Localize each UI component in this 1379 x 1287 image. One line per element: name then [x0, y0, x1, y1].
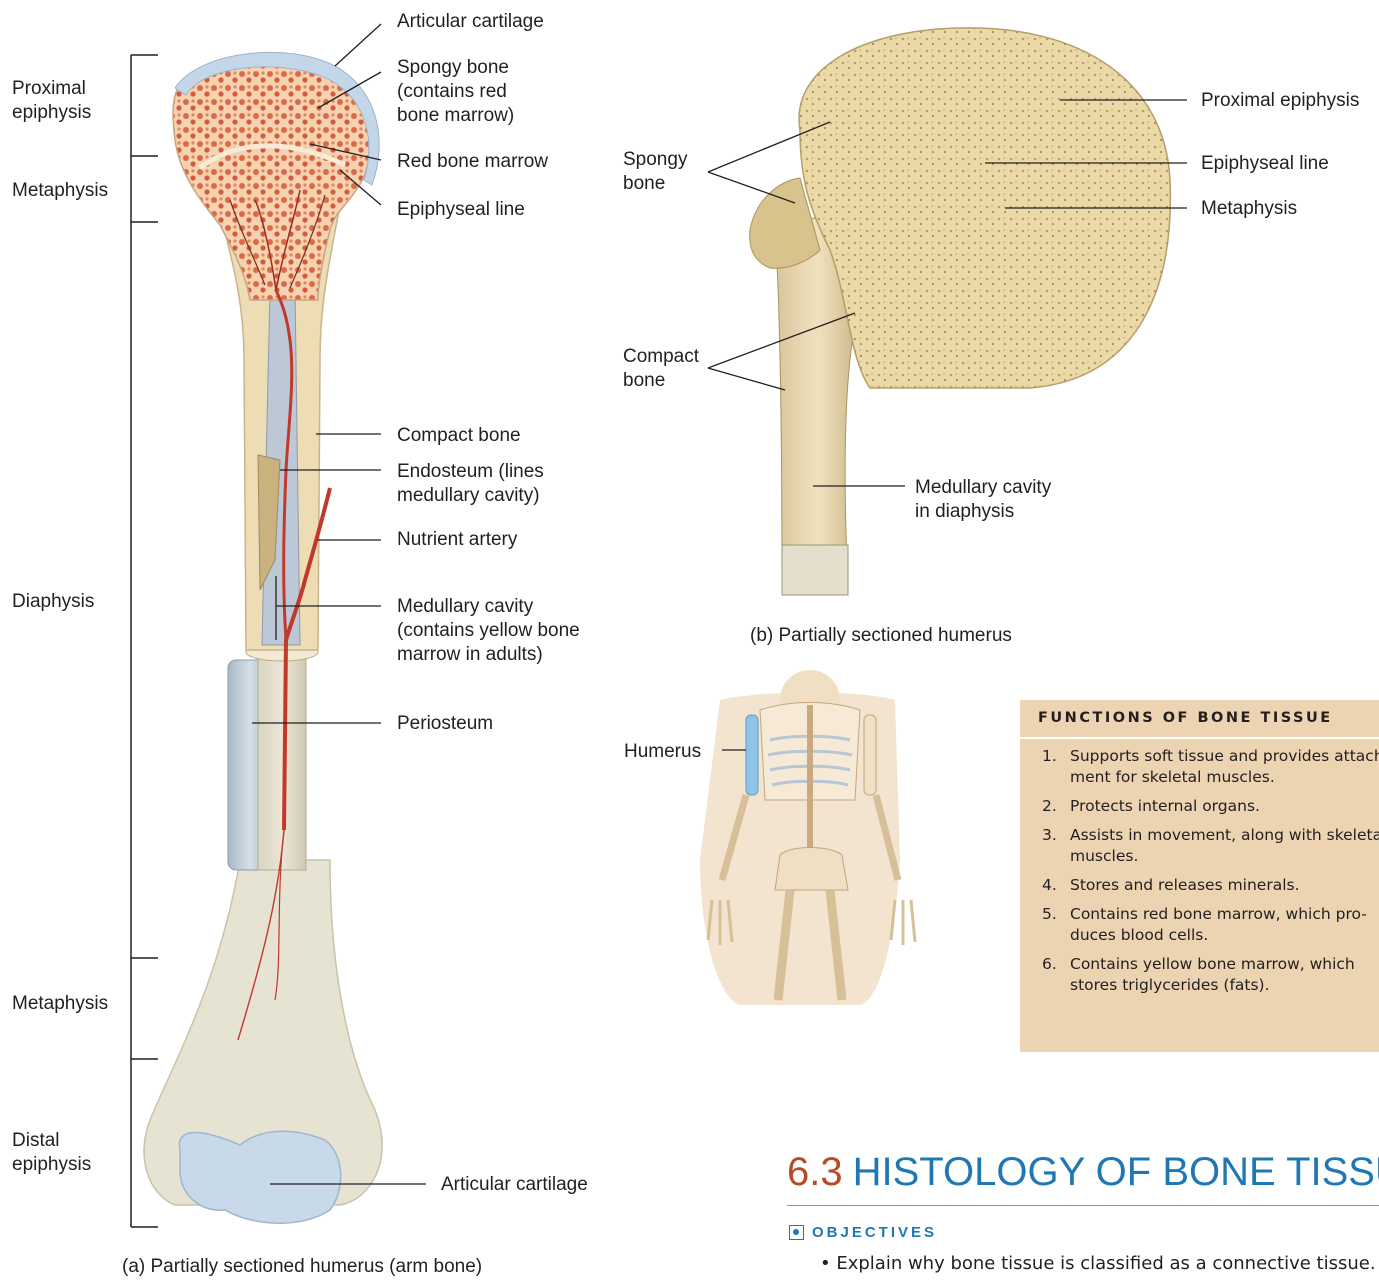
label-periosteum: Periosteum	[397, 712, 493, 736]
label-b-spongy-bone: Spongy bone	[623, 148, 687, 196]
skeleton-figure	[700, 670, 915, 1005]
list-item: 3. Assists in movement, along with skelet…	[1020, 825, 1379, 867]
label-humerus: Humerus	[624, 740, 701, 764]
functions-title: FUNCTIONS OF BONE TISSUE	[1020, 700, 1379, 732]
item-text: Assists in movement, along with skeletal…	[1070, 826, 1379, 865]
label-spongy-bone: Spongy bone (contains red bone marrow)	[397, 56, 514, 128]
objectives-label: OBJECTIVES	[812, 1224, 937, 1241]
lower-shaft	[258, 650, 306, 870]
label-b-epiphyseal-line: Epiphyseal line	[1201, 152, 1329, 176]
functions-box: FUNCTIONS OF BONE TISSUE 1. Supports soft…	[1020, 700, 1379, 1052]
list-item: 1. Supports soft tissue and provides atta…	[1020, 746, 1379, 788]
functions-list: 1. Supports soft tissue and provides atta…	[1020, 746, 1379, 1004]
section-title: HISTOLOGY OF BONE TISSUE	[853, 1150, 1379, 1194]
heading-divider	[787, 1205, 1379, 1206]
label-b-compact-bone: Compact bone	[623, 345, 699, 393]
objective-item: • Explain why bone tissue is classified …	[820, 1253, 1376, 1274]
item-text: Protects internal organs.	[1070, 797, 1260, 815]
label-b-medullary-cavity: Medullary cavity in diaphysis	[915, 476, 1051, 524]
list-item: 4. Stores and releases minerals.	[1020, 875, 1379, 896]
label-nutrient-artery: Nutrient artery	[397, 528, 517, 552]
caption-figure-a: (a) Partially sectioned humerus (arm bon…	[122, 1255, 482, 1279]
label-diaphysis: Diaphysis	[12, 590, 94, 614]
section-number: 6.3	[787, 1150, 843, 1194]
item-number: 1.	[1042, 746, 1057, 767]
label-proximal-epiphysis: Proximal epiphysis	[12, 77, 91, 125]
label-endosteum: Endosteum (lines medullary cavity)	[397, 460, 544, 508]
list-item: 6. Contains yellow bone marrow, which sto…	[1020, 954, 1379, 996]
item-text: Contains red bone marrow, which pro- duc…	[1070, 905, 1367, 944]
item-text: Contains yellow bone marrow, which store…	[1070, 955, 1355, 994]
label-epiphyseal-line: Epiphyseal line	[397, 198, 525, 222]
label-distal-epiphysis: Distal epiphysis	[12, 1129, 91, 1177]
label-articular-cartilage-top: Articular cartilage	[397, 10, 544, 34]
list-item: 5. Contains red bone marrow, which pro- d…	[1020, 904, 1379, 946]
distal-articular-cartilage	[179, 1131, 340, 1223]
humerus-highlight	[746, 715, 758, 795]
item-number: 4.	[1042, 875, 1057, 896]
item-number: 5.	[1042, 904, 1057, 925]
label-metaphysis-top: Metaphysis	[12, 179, 108, 203]
label-articular-cartilage-bottom: Articular cartilage	[441, 1173, 588, 1197]
caption-figure-b: (b) Partially sectioned humerus	[750, 624, 1012, 648]
label-b-proximal-epiphysis: Proximal epiphysis	[1201, 89, 1359, 113]
objectives-icon	[789, 1225, 804, 1240]
region-bracket	[131, 55, 158, 1227]
item-number: 3.	[1042, 825, 1057, 846]
label-red-bone-marrow: Red bone marrow	[397, 150, 548, 174]
label-compact-bone: Compact bone	[397, 424, 521, 448]
item-number: 2.	[1042, 796, 1057, 817]
label-metaphysis-bottom: Metaphysis	[12, 992, 108, 1016]
item-number: 6.	[1042, 954, 1057, 975]
label-medullary-cavity: Medullary cavity (contains yellow bone m…	[397, 595, 580, 667]
functions-divider	[1020, 737, 1379, 739]
item-text: Stores and releases minerals.	[1070, 876, 1300, 894]
label-b-metaphysis: Metaphysis	[1201, 197, 1297, 221]
item-text: Supports soft tissue and provides attach…	[1070, 747, 1379, 786]
list-item: 2. Protects internal organs.	[1020, 796, 1379, 817]
